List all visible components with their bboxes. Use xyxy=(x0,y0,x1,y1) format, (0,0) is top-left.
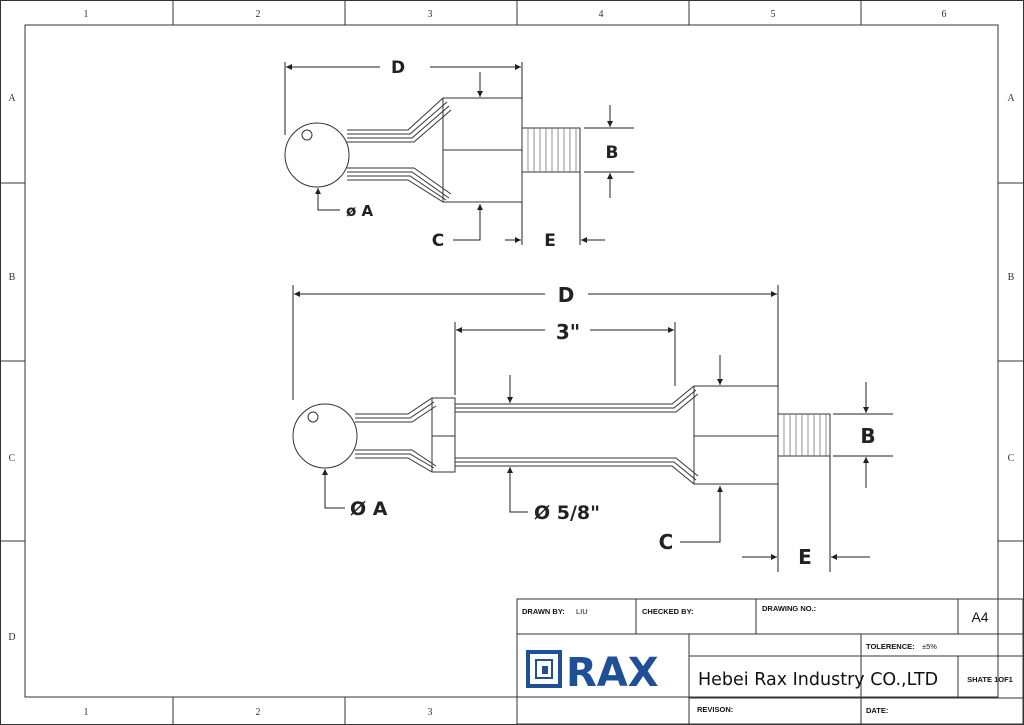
bottom-dim-thread-length: E xyxy=(798,545,812,569)
top-dim-length: D xyxy=(391,58,405,78)
zone-row-a-right: A xyxy=(1007,93,1015,104)
top-view-dimensions xyxy=(284,62,634,245)
bottom-dim-ball: Ø A xyxy=(350,498,388,520)
drawing-no-label: DRAWING NO.: xyxy=(762,604,816,613)
top-dim-hex: C xyxy=(432,231,444,251)
zone-bottom-col-3: 3 xyxy=(428,707,433,718)
zone-row-b-right: B xyxy=(1008,272,1015,283)
company-name: Hebei Rax Industry CO.,LTD xyxy=(698,670,938,690)
zone-col-6: 6 xyxy=(942,9,947,20)
logo-text: RAX xyxy=(566,650,659,696)
zone-bottom-col-1: 1 xyxy=(84,707,89,718)
top-view-part xyxy=(284,97,581,203)
bottom-dim-shaft-diameter: Ø 5/8" xyxy=(534,502,600,524)
zone-col-4: 4 xyxy=(599,9,604,20)
zone-col-3: 3 xyxy=(428,9,433,20)
bottom-dim-thread: B xyxy=(860,424,875,448)
zone-col-2: 2 xyxy=(256,9,261,20)
bottom-dim-shaft-length: 3" xyxy=(556,320,580,344)
zone-strip-sides xyxy=(0,182,1024,542)
zone-row-a-left: A xyxy=(8,93,16,104)
revision-label: REVISON: xyxy=(697,705,733,714)
bottom-view-part xyxy=(292,385,831,485)
paper-size: A4 xyxy=(971,609,988,625)
top-dim-thread-length: E xyxy=(544,231,556,251)
zone-strip-top xyxy=(172,0,862,25)
tolerance-label: TOLERENCE: xyxy=(866,642,915,651)
top-dim-ball: ø A xyxy=(346,202,374,220)
zone-col-1: 1 xyxy=(84,9,89,20)
zone-strip-bottom xyxy=(172,697,518,725)
date-label: DATE: xyxy=(866,706,888,715)
zone-row-c-right: C xyxy=(1008,453,1015,464)
zone-col-5: 5 xyxy=(771,9,776,20)
zone-row-c-left: C xyxy=(9,453,16,464)
rax-logo-icon xyxy=(526,650,562,688)
bottom-view-dimensions xyxy=(292,285,893,572)
checked-by-label: CHECKED BY: xyxy=(642,607,694,616)
tolerance-value: ±5% xyxy=(922,642,937,651)
top-dim-thread: B xyxy=(606,143,619,163)
zone-row-b-left: B xyxy=(9,272,16,283)
zone-bottom-col-2: 2 xyxy=(256,707,261,718)
drawn-by-value: LIU xyxy=(576,607,588,616)
bottom-dim-length: D xyxy=(558,283,575,307)
title-block xyxy=(516,598,1024,725)
drawn-by-label: DRAWN BY: xyxy=(522,607,565,616)
zone-row-d-left: D xyxy=(8,632,15,643)
bottom-dim-hex: C xyxy=(659,530,674,554)
sheet-number: SHATE 1OF1 xyxy=(967,675,1013,684)
inner-frame xyxy=(24,24,999,698)
